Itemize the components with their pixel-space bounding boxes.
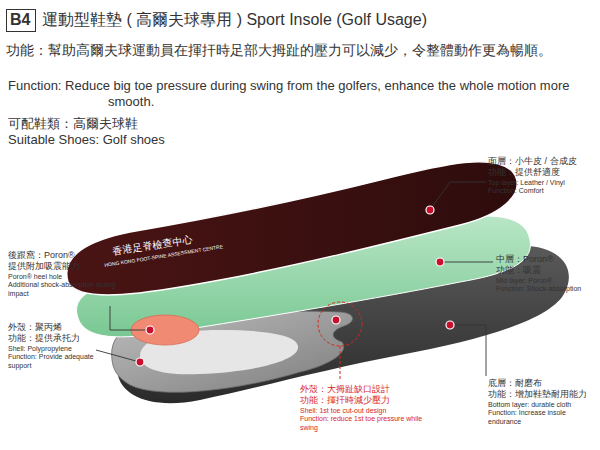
function-en: Function: Reduce big toe pressure during… — [8, 78, 593, 111]
callout-text: 提供附加吸震能力 — [8, 261, 120, 272]
toe-highlight — [318, 302, 362, 381]
markers — [136, 206, 454, 366]
callout-text-group: 面層：小牛皮 / 合成皮功能：提供舒適度Top layer: Leather /… — [488, 156, 596, 196]
section-badge: B4 — [6, 9, 36, 32]
shoe-info: 可配鞋類：高爾夫球鞋 — [8, 116, 308, 132]
marker-dot — [136, 358, 144, 366]
callout-text: 功能：揮扞時減少壓力 — [300, 395, 438, 406]
leader-line — [454, 325, 486, 376]
callout-text: Function: Increase insole endurance — [488, 409, 596, 427]
callout-text: Function: reduce 1st toe pressure while … — [300, 415, 438, 433]
callout-text: Shell: Polypropylene — [8, 345, 98, 354]
marker-dot — [446, 321, 454, 329]
leader-line — [96, 350, 136, 361]
callout-text: 功能：增加鞋墊耐用能力 — [488, 389, 596, 400]
badge-text: B4 — [10, 10, 32, 29]
callout-text: 底層：耐磨布 — [488, 378, 596, 389]
callout-text: 中層：Poron® — [496, 254, 596, 265]
callout-text: 後跟窩：Poron® — [8, 250, 120, 261]
leader-line — [444, 262, 493, 263]
callout-text: Mid layer: Poron® — [496, 277, 596, 286]
callout-text: Function: Provide adequate support — [8, 353, 98, 371]
callout-text-group: 外殼：聚丙烯功能：提供承托力Shell: PolypropyleneFuncti… — [8, 322, 98, 371]
shoe-info: Suitable Shoes: Golf shoes — [8, 132, 308, 148]
callout-text: 面層：小牛皮 / 合成皮 — [488, 156, 596, 167]
callout-text-group: 底層：耐磨布功能：增加鞋墊耐用能力Bottom layer: durable c… — [488, 378, 596, 427]
leader-line — [110, 306, 146, 330]
callout-text: 功能：提供舒適度 — [488, 167, 596, 178]
leader-line — [432, 182, 486, 207]
function-zh: 功能：幫助高爾夫球運動員在揮扞時足部大拇趾的壓力可以減少，令整體動作更為暢順。 — [6, 42, 596, 60]
callout-text: Function: Comfort — [488, 187, 596, 196]
polypropylene-shell — [112, 311, 353, 392]
callout-text: Poron® heel hole — [8, 273, 120, 282]
title: 運動型鞋墊 ( 高爾夫球專用 ) Sport Insole (Golf Usag… — [42, 10, 427, 31]
leader-lines — [96, 182, 493, 376]
callout-text: 外殼：聚丙烯 — [8, 322, 98, 333]
dashed-circle — [318, 302, 362, 346]
function-zh-group: 功能：幫助高爾夫球運動員在揮扞時足部大拇趾的壓力可以減少，令整體動作更為暢順。 — [6, 42, 596, 60]
callout-text: 功能：提供承托力 — [8, 333, 98, 344]
marker-dot — [146, 326, 154, 334]
callout-text-group: 中層：Poron®功能：吸震Mid layer: Poron®Function:… — [496, 254, 596, 294]
marker-dot — [332, 316, 340, 324]
marker-dot — [426, 206, 434, 214]
dashed-leader — [340, 346, 341, 381]
callout-text: 外殼：大拇趾缺口設計 — [300, 384, 438, 395]
callout-text: Top layer: Leather / Vinyl — [488, 179, 596, 188]
callout-text: Additional shock-absorption during impac… — [8, 281, 120, 299]
callout-text: 功能：吸震 — [496, 265, 596, 276]
callout-text: Bottom layer: durable cloth — [488, 401, 596, 410]
top-layer — [67, 162, 518, 295]
shoe-info-group: 可配鞋類：高爾夫球鞋Suitable Shoes: Golf shoes — [8, 116, 308, 149]
callout-text-group: 後跟窩：Poron®提供附加吸震能力Poron® heel holeAdditi… — [8, 250, 120, 299]
function-en-group: Function: Reduce big toe pressure during… — [8, 78, 593, 111]
marker-dot — [436, 258, 444, 266]
callout-text-group: 外殼：大拇趾缺口設計功能：揮扞時減少壓力Shell: 1st toe cut-o… — [300, 384, 438, 433]
callout-text: Function: Shock-absorption — [496, 285, 596, 294]
callout-text: Shell: 1st toe cut-out design — [300, 407, 438, 416]
